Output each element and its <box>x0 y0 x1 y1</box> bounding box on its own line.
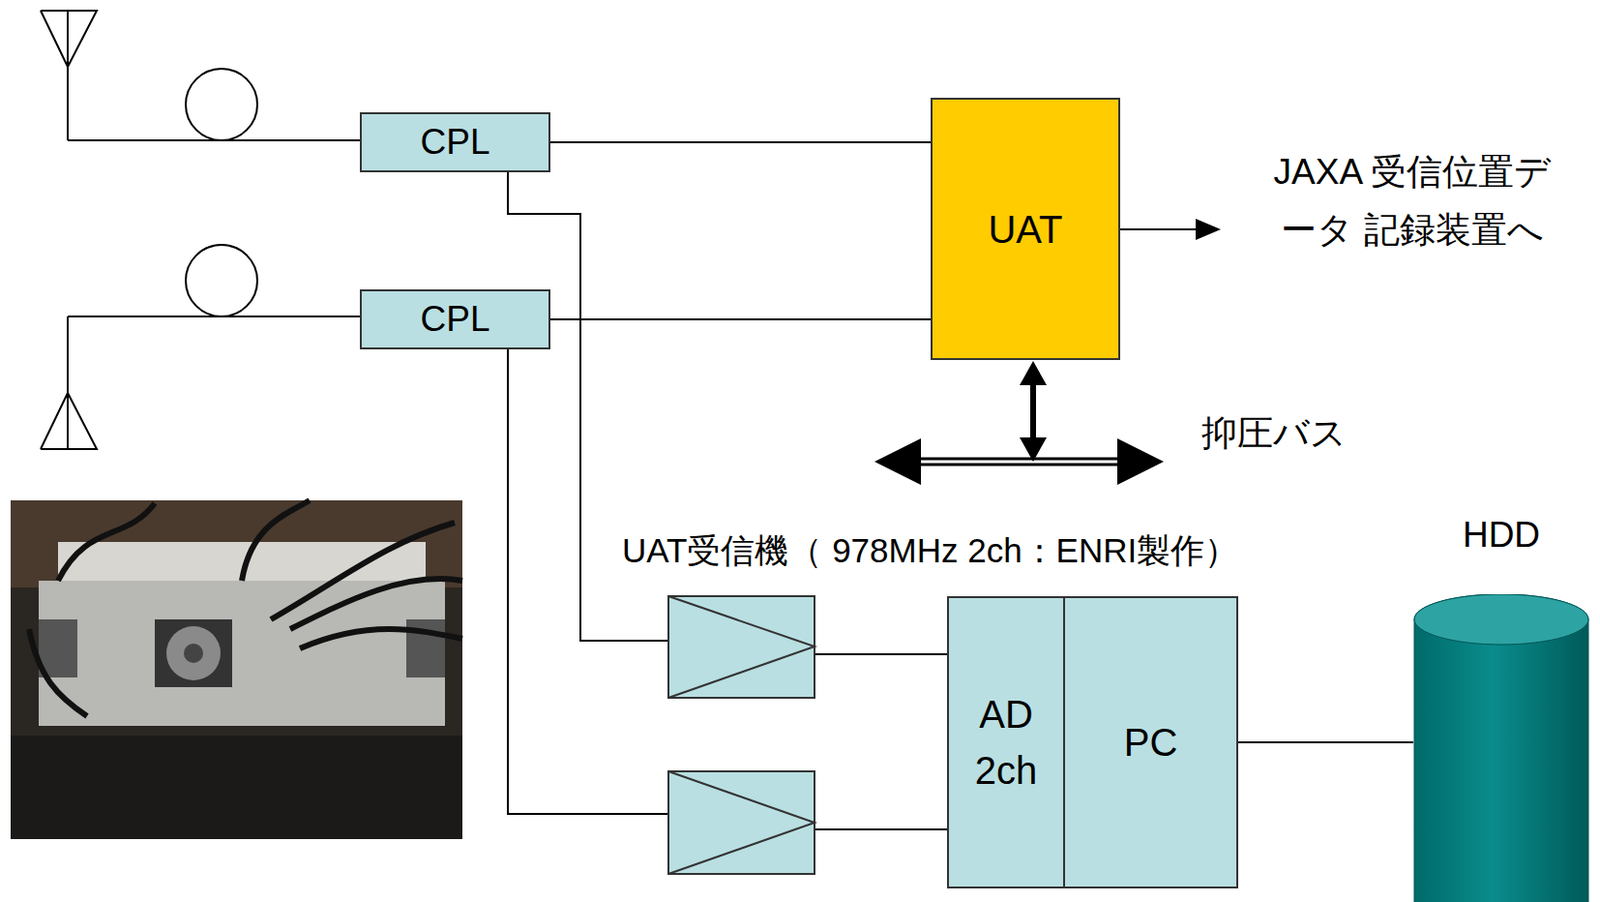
node-label: AD 2ch <box>962 685 1050 799</box>
equipment-photo <box>10 500 463 839</box>
node-label: CPL <box>420 116 491 169</box>
node-label: PC <box>1124 713 1179 771</box>
node-label: CPL <box>420 293 491 346</box>
node-label: HDD <box>1413 508 1590 562</box>
amplifier-symbol <box>668 595 815 874</box>
tap-wire <box>507 170 948 830</box>
antenna-symbol <box>40 244 360 449</box>
antenna-symbol <box>40 10 360 141</box>
hdd-cylinder: HDD <box>1413 503 1590 902</box>
destination-note: JAXA 受信位置データ 記録装置へ <box>1257 143 1568 260</box>
ad-converter: AD 2ch <box>947 595 1066 889</box>
connector <box>1238 740 1414 743</box>
connector <box>550 318 931 321</box>
connector <box>550 141 931 144</box>
uat-unit: UAT <box>930 97 1121 360</box>
cylinder-shape <box>1413 593 1590 902</box>
output-arrow <box>1120 218 1221 240</box>
coupler-box: CPL <box>359 112 551 173</box>
suppression-bus <box>874 360 1164 485</box>
node-label: UAT <box>987 201 1063 258</box>
receiver-caption: UAT受信機（ 978MHz 2ch：ENRI製作） <box>622 528 1239 574</box>
pc-box: PC <box>1063 595 1239 889</box>
bus-label: 抑圧バス <box>1201 409 1347 458</box>
coupler-box: CPL <box>359 289 551 350</box>
